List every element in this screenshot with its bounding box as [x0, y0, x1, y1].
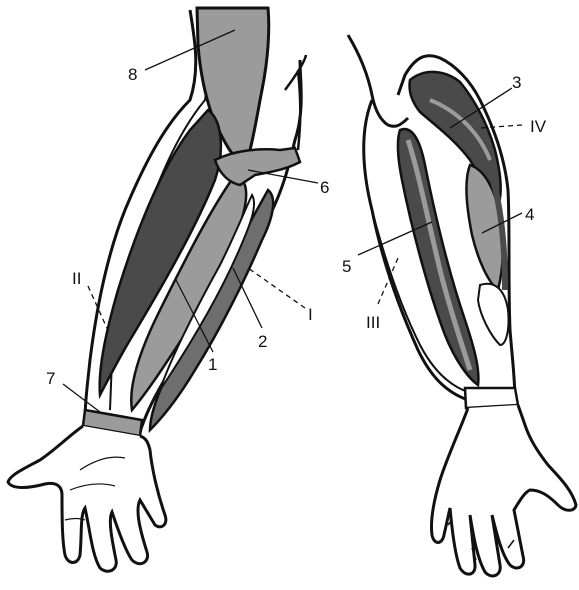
label-II: II [72, 269, 81, 288]
left-lacertus-6 [215, 148, 300, 185]
label-IV: IV [530, 117, 547, 136]
label-3: 3 [512, 73, 521, 92]
label-5: 5 [342, 257, 351, 276]
label-4: 4 [525, 205, 534, 224]
leader-I [248, 268, 305, 308]
label-7: 7 [46, 369, 55, 388]
label-8: 8 [128, 65, 137, 84]
right-wrist-band [465, 388, 518, 408]
left-forearm [8, 8, 306, 571]
label-2: 2 [258, 332, 267, 351]
label-III: III [366, 313, 380, 332]
leader-7 [63, 384, 100, 412]
left-hand-outline [8, 426, 166, 571]
leader-2 [233, 268, 262, 328]
label-I: I [308, 305, 313, 324]
label-1: 1 [208, 355, 217, 374]
right-hand-outline [431, 405, 576, 576]
label-6: 6 [320, 178, 329, 197]
